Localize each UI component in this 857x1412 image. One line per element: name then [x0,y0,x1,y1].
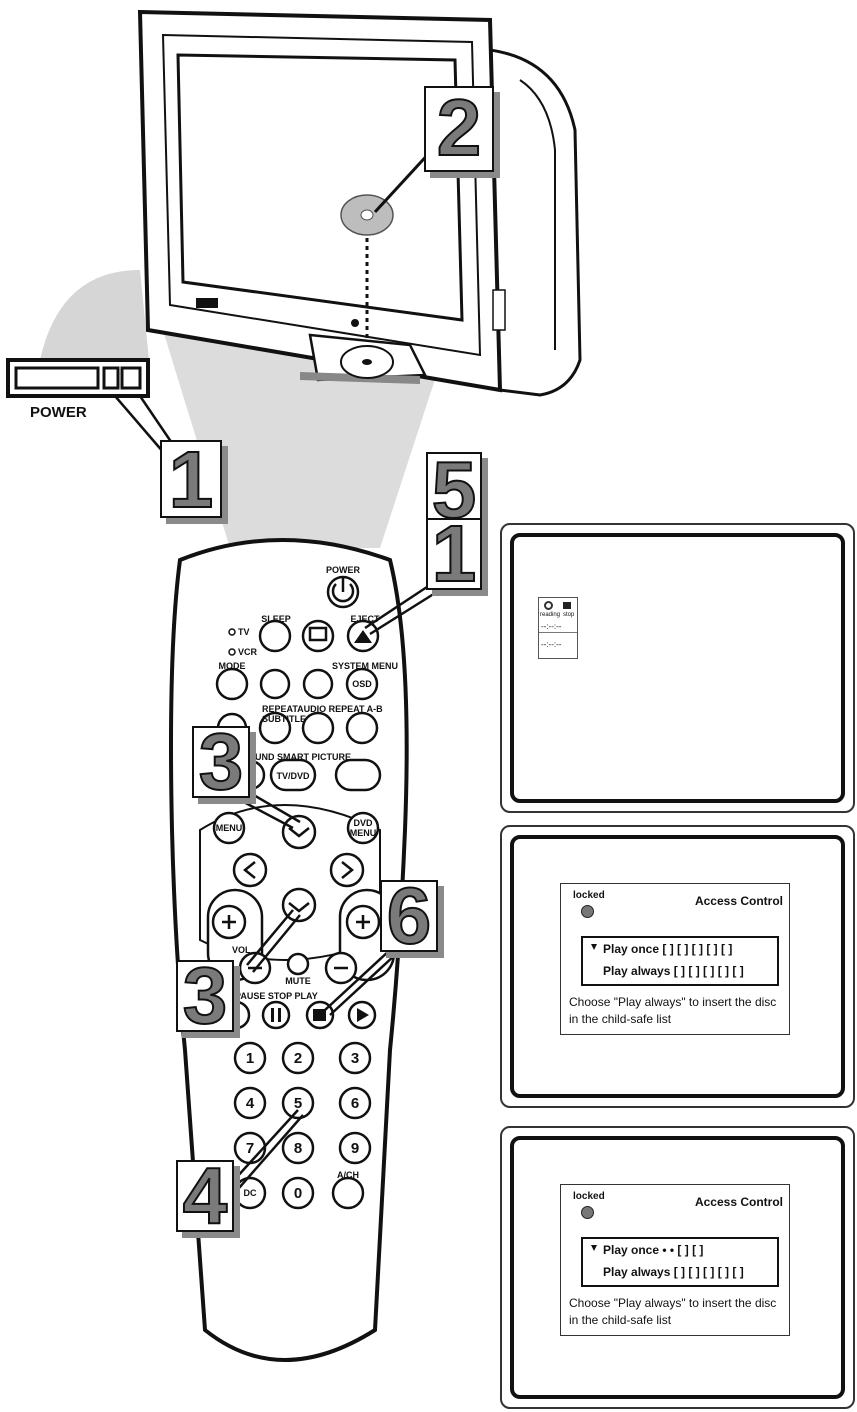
eject-label: EJECT [350,614,380,624]
selection-arrow-icon [591,944,597,950]
icon-label-reading: reading [540,612,561,618]
num-0: 0 [293,1185,303,1202]
num-9: 9 [350,1140,360,1157]
lock-status-icon [581,905,594,918]
step-2-number: 2 [436,83,483,172]
sleep-label: SLEEP [261,614,291,624]
lock-status-icon [581,1206,594,1219]
num-8: 8 [293,1140,303,1157]
ach-label: A/CH [337,1170,359,1180]
dc-label: DC [243,1188,257,1198]
play-always-option[interactable]: Play always [ ] [ ] [ ] [ ] [ ] [603,1265,744,1279]
transport-row-label: K PAUSE STOP PLAY [226,991,318,1001]
access-control-panel: locked Access Control Play once [ ] [ ] … [560,883,790,1035]
options-box: Play once • • [ ] [ ] Play always [ ] [ … [581,1237,779,1287]
access-control-title: Access Control [694,1195,783,1209]
icon-label-stop: stop [563,612,575,618]
step-2-badge [424,86,494,172]
access-control-note: Choose "Play always" to insert the disc … [569,1296,777,1327]
step-1-badge [160,440,222,518]
status-widget: reading stop --:--:-- --:--:-- [538,597,578,659]
step-5-number: 5 [431,445,478,534]
num-3: 3 [350,1050,360,1067]
step-3-bottom-number: 3 [182,951,229,1040]
step-6-badge [380,880,438,952]
tv-illustration [6,9,582,548]
step-1-remote-number: 1 [431,509,478,598]
options-box: Play once [ ] [ ] [ ] [ ] [ ] Play alway… [581,936,779,986]
num-1: 1 [245,1050,255,1067]
num-5: 5 [293,1095,303,1112]
num-7: 7 [245,1140,255,1157]
mute-label: MUTE [285,976,311,986]
play-always-option[interactable]: Play always [ ] [ ] [ ] [ ] [ ] [603,964,744,978]
step-3-top-number: 3 [198,717,245,806]
step-1-number: 1 [168,435,215,524]
time-readout-a: --:--:-- [541,622,562,631]
access-control-note: Choose "Play always" to insert the disc … [569,995,777,1026]
step-6-number: 6 [386,871,433,960]
num-2: 2 [293,1050,303,1067]
dvd-menu-label: DVD MENU [349,818,377,838]
repeat-row-label: REPEATAUDIO REPEAT A-B SUBTITLE [262,704,383,724]
vcr-label: VCR [238,647,258,657]
locked-label: locked [573,1191,605,1202]
reading-icon [544,601,553,610]
power-beam [40,270,150,370]
screen-3: locked Access Control Play once • • [ ] … [500,1126,855,1409]
selection-arrow-icon [591,1245,597,1251]
mode-label: MODE [218,661,246,671]
step-4-badge [176,1160,234,1232]
screen-2: locked Access Control Play once [ ] [ ] … [500,825,855,1108]
power-panel-label: POWER [30,404,87,421]
step-3-top-badge [192,726,250,798]
step-3-bottom-badge [176,960,234,1032]
play-once-option[interactable]: Play once • • [ ] [ ] [603,1243,704,1257]
vol-label: VOL [232,945,251,955]
tv-label: TV [238,627,250,637]
stop-icon [563,602,571,609]
sound-row-label: SOUND SMART PICTURE [242,752,352,762]
remote-power-label: POWER [325,565,360,575]
access-control-panel-entry: locked Access Control Play once • • [ ] … [560,1184,790,1336]
tv-cabinet [488,48,582,397]
tv-screen [176,53,464,322]
num-6: 6 [350,1095,360,1112]
step-4-number: 4 [182,1151,229,1240]
osd-label: OSD [352,679,372,689]
num-4: 4 [245,1095,255,1112]
step-1-remote-badge [426,518,482,590]
access-control-title: Access Control [694,894,783,908]
play-once-option[interactable]: Play once [ ] [ ] [ ] [ ] [ ] [603,942,733,956]
tvdvd-label: TV/DVD [276,771,310,781]
locked-label: locked [573,890,605,901]
screen-1: reading stop --:--:-- --:--:-- [500,523,855,813]
step2-pointer [373,148,434,214]
menu-label: MENU [215,823,243,833]
time-readout-b: --:--:-- [541,640,562,649]
system-menu-label: SYSTEM MENU [331,661,398,671]
